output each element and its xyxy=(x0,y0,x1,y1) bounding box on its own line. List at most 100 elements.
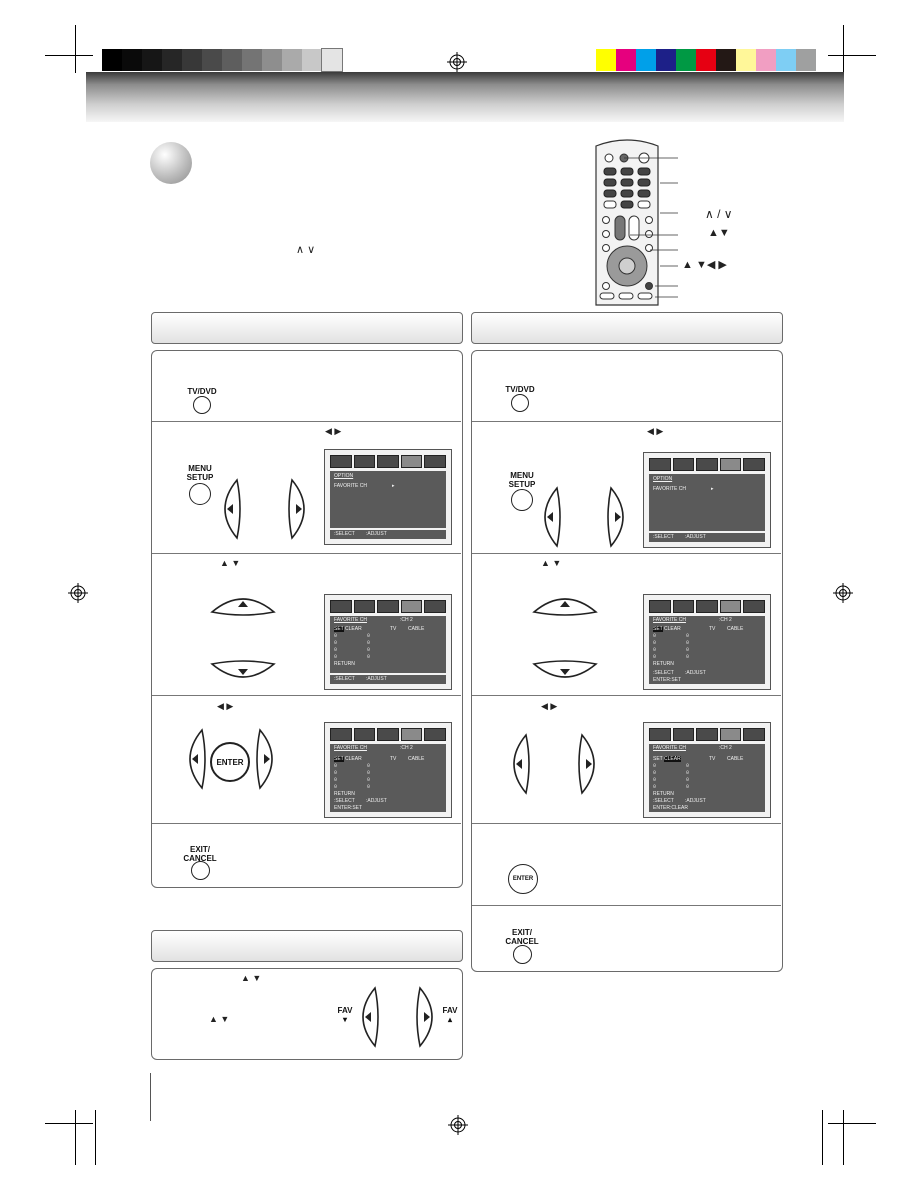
color-swatch xyxy=(776,49,796,71)
enter-button[interactable] xyxy=(508,864,538,894)
osd-select: :SELECT xyxy=(334,531,355,537)
color-swatch xyxy=(716,49,736,71)
right-arrow-button[interactable] xyxy=(605,486,631,548)
osd-adjust: :ADJUST xyxy=(684,534,706,540)
osd-select: :SELECT xyxy=(653,798,674,804)
right-arrow-button[interactable] xyxy=(286,478,312,540)
left-arrow-button[interactable] xyxy=(217,478,243,540)
divider xyxy=(472,823,781,824)
osd-set-clear: SET CLEAR xyxy=(653,756,681,763)
left-arrow-button[interactable] xyxy=(182,728,208,790)
osd-tab-icons xyxy=(649,600,765,613)
osd-set: SET xyxy=(334,626,344,632)
step-left-right-glyphs: ◀ ▶ xyxy=(541,701,558,711)
registration-mark xyxy=(448,1115,468,1135)
header-bar xyxy=(86,72,844,122)
left-arrow-button[interactable] xyxy=(506,733,532,795)
osd-screen-option: OPTION FAVORITE CH ▸ :SELECT :ADJUST xyxy=(643,452,771,548)
osd-rows: 0 0 0 0 0 0 0 0 xyxy=(334,763,371,790)
osd-body: FAVORITE CH :CH 2 SET CLEAR TV CABLE 0 0… xyxy=(649,616,765,673)
osd-enter-clear: ENTER:CLEAR xyxy=(653,805,689,811)
color-swatch xyxy=(596,49,616,71)
osd-cable: CABLE xyxy=(727,626,744,632)
osd-arrow: ▸ xyxy=(392,483,395,489)
tv-dvd-label: TV/DVD xyxy=(505,385,535,394)
gray-swatch xyxy=(242,49,262,71)
osd-footer: :SELECT :ADJUST xyxy=(330,530,446,539)
osd-select: :SELECT xyxy=(653,534,674,540)
remote-control-illustration xyxy=(595,139,659,306)
crop-mark xyxy=(843,1110,844,1165)
osd-tv: TV xyxy=(390,626,397,632)
tv-dvd-button[interactable] xyxy=(511,394,529,412)
osd-favorite-title: FAVORITE CH xyxy=(653,745,686,751)
osd-adjust: :ADJUST xyxy=(365,531,387,537)
exit-label-line2: CANCEL xyxy=(505,937,539,946)
menu-setup-button[interactable] xyxy=(189,483,211,505)
crop-mark xyxy=(75,1110,76,1165)
osd-body: FAVORITE CH :CH 2 SET CLEAR TV CABLE 0 0… xyxy=(330,616,446,673)
gray-swatch xyxy=(202,49,222,71)
exit-label-line1: EXIT/ xyxy=(511,928,532,937)
fav-up-button[interactable] xyxy=(414,986,440,1048)
osd-ch-value: :CH 2 xyxy=(719,745,732,751)
osd-set-clear: SET CLEAR xyxy=(653,626,681,633)
menu-setup-button[interactable] xyxy=(511,489,533,511)
divider xyxy=(472,421,781,422)
registration-mark xyxy=(68,583,88,603)
osd-footer: :SELECT :ADJUST xyxy=(649,533,765,542)
gray-swatch xyxy=(142,49,162,71)
tv-dvd-button[interactable] xyxy=(193,396,211,414)
osd-tab-icons xyxy=(330,728,446,741)
exit-label-line1: EXIT/ xyxy=(189,845,210,854)
gray-swatch xyxy=(282,49,302,71)
right-arrow-button[interactable] xyxy=(254,728,280,790)
osd-enter-set: ENTER:SET xyxy=(334,805,363,811)
tv-dvd-label: TV/DVD xyxy=(187,387,217,396)
osd-favorite-ch: FAVORITE CH xyxy=(334,483,367,489)
osd-return: RETURN xyxy=(653,661,674,667)
fav-down-button[interactable] xyxy=(355,986,381,1048)
osd-screen-clear: FAVORITE CH :CH 2 SET CLEAR TV CABLE 0 0… xyxy=(643,722,771,818)
osd-option: OPTION xyxy=(653,476,673,482)
divider xyxy=(152,553,461,554)
divider xyxy=(472,905,781,906)
osd-body: FAVORITE CH :CH 2 SET CLEAR TV CABLE 0 0… xyxy=(649,744,765,801)
osd-tab-icons xyxy=(330,455,446,468)
color-swatch xyxy=(796,49,816,71)
osd-set-clear: SET CLEAR xyxy=(334,756,362,763)
step-left-right-glyphs: ◀ ▶ xyxy=(217,701,234,711)
enter-button[interactable] xyxy=(210,742,250,782)
gray-swatch xyxy=(302,49,322,71)
osd-set-clear: SET CLEAR xyxy=(334,626,362,633)
down-arrow-button[interactable] xyxy=(210,660,276,686)
up-arrow-button[interactable] xyxy=(210,590,276,616)
color-swatch xyxy=(756,49,776,71)
osd-tv: TV xyxy=(709,626,716,632)
color-swatch xyxy=(696,49,716,71)
osd-adjust: :ADJUST xyxy=(684,798,706,804)
up-arrow-button[interactable] xyxy=(532,590,598,616)
color-swatch xyxy=(736,49,756,71)
osd-clear: CLEAR xyxy=(345,626,362,632)
osd-select: :SELECT xyxy=(334,676,355,682)
crop-mark xyxy=(822,1110,823,1165)
registration-mark xyxy=(833,583,853,603)
osd-ch-value: :CH 2 xyxy=(400,745,413,751)
gray-swatch xyxy=(182,49,202,71)
osd-favorite-title: FAVORITE CH xyxy=(653,617,686,623)
osd-screen-favorite: FAVORITE CH :CH 2 SET CLEAR TV CABLE 0 0… xyxy=(643,594,771,690)
divider xyxy=(152,823,461,824)
osd-tab-icons xyxy=(330,600,446,613)
left-arrow-button[interactable] xyxy=(537,486,563,548)
exit-cancel-button[interactable] xyxy=(191,861,210,880)
down-arrow-button[interactable] xyxy=(532,660,598,686)
right-arrow-button[interactable] xyxy=(576,733,602,795)
exit-cancel-button[interactable] xyxy=(513,945,532,964)
osd-option: OPTION xyxy=(334,473,354,479)
fav-down-text: FAV xyxy=(337,1006,353,1015)
crop-mark xyxy=(95,1110,96,1165)
osd-rows: 0 0 0 0 0 0 0 0 xyxy=(334,633,371,660)
